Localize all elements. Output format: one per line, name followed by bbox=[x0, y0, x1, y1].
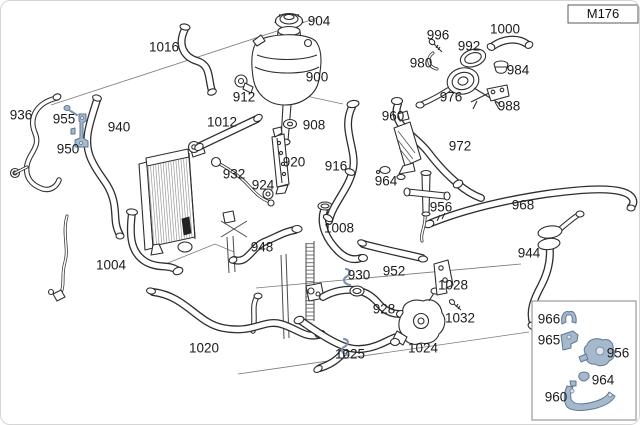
callout-955[interactable]: 955 bbox=[53, 112, 76, 127]
hose-1008 bbox=[317, 201, 369, 262]
hose-1000 bbox=[486, 40, 534, 51]
inset-box bbox=[531, 300, 637, 421]
hose-932 bbox=[210, 156, 275, 207]
inset-pump-956 bbox=[578, 338, 616, 367]
hose-940 bbox=[87, 94, 125, 240]
callout-916[interactable]: 916 bbox=[325, 159, 348, 174]
expansion-tank bbox=[251, 12, 322, 146]
inset-clip-966 bbox=[561, 311, 577, 325]
callout-1032[interactable]: 1032 bbox=[445, 311, 475, 326]
bracket-1028 bbox=[433, 259, 454, 296]
callout-952[interactable]: 952 bbox=[383, 264, 406, 279]
callout-1000[interactable]: 1000 bbox=[490, 22, 520, 37]
valve-956 bbox=[403, 169, 451, 217]
callout-960[interactable]: 960 bbox=[545, 390, 568, 405]
callout-1028[interactable]: 1028 bbox=[438, 278, 468, 293]
grommet-924 bbox=[262, 188, 274, 200]
callout-1025[interactable]: 1025 bbox=[335, 347, 365, 362]
callout-988[interactable]: 988 bbox=[498, 99, 521, 114]
cap-984 bbox=[493, 60, 509, 74]
hose-1004 bbox=[125, 208, 184, 276]
seal-ring-992 bbox=[459, 48, 487, 68]
callout-1004[interactable]: 1004 bbox=[96, 258, 127, 273]
inset-bracket-960 bbox=[563, 380, 616, 411]
callout-1024[interactable]: 1024 bbox=[408, 341, 439, 356]
model-badge: M176 bbox=[567, 4, 639, 24]
radiator bbox=[138, 140, 206, 256]
callout-956[interactable]: 956 bbox=[607, 346, 630, 361]
callout-900[interactable]: 900 bbox=[306, 70, 329, 85]
support-rail bbox=[220, 210, 248, 274]
model-badge-label: M176 bbox=[587, 6, 620, 21]
callout-976[interactable]: 976 bbox=[440, 90, 463, 105]
hose-948 bbox=[228, 224, 303, 265]
callout-930[interactable]: 930 bbox=[348, 268, 371, 283]
callout-908[interactable]: 908 bbox=[303, 118, 326, 133]
bracket-920 bbox=[271, 126, 290, 195]
valve-drain-line bbox=[420, 213, 427, 243]
callout-912[interactable]: 912 bbox=[233, 90, 256, 105]
hose-1016 bbox=[180, 23, 217, 96]
hose-972 bbox=[390, 96, 482, 199]
hose-952 bbox=[357, 239, 429, 263]
callout-1008[interactable]: 1008 bbox=[324, 221, 354, 236]
hose-1020 bbox=[145, 287, 326, 338]
callout-936[interactable]: 936 bbox=[10, 108, 33, 123]
callout-924[interactable]: 924 bbox=[252, 178, 275, 193]
hose-1012 bbox=[194, 113, 263, 152]
callout-980[interactable]: 980 bbox=[410, 56, 433, 71]
bracket-950 bbox=[70, 113, 89, 148]
hose-936 bbox=[9, 93, 62, 190]
inset-bracket-965 bbox=[560, 330, 579, 351]
screw-1032 bbox=[448, 298, 462, 311]
clip-930 bbox=[342, 267, 352, 287]
leader-lines bbox=[50, 17, 530, 375]
callout-968[interactable]: 968 bbox=[512, 198, 535, 213]
callout-940[interactable]: 940 bbox=[108, 120, 131, 135]
cap-964 bbox=[375, 165, 391, 175]
callout-950[interactable]: 950 bbox=[57, 142, 80, 157]
cooler-960 bbox=[393, 110, 422, 181]
callout-972[interactable]: 972 bbox=[449, 139, 472, 154]
callout-992[interactable]: 992 bbox=[458, 39, 481, 54]
callout-labels: 904 1016 900 912 936 955 940 950 1012 908 920 932 92… bbox=[10, 14, 630, 405]
callout-948[interactable]: 948 bbox=[251, 240, 274, 255]
clip-1025 bbox=[340, 337, 350, 357]
callout-1020[interactable]: 1020 bbox=[189, 341, 219, 356]
callout-932[interactable]: 932 bbox=[223, 167, 246, 182]
callout-904[interactable]: 904 bbox=[308, 14, 331, 29]
callout-928[interactable]: 928 bbox=[373, 302, 396, 317]
screw-955 bbox=[63, 105, 79, 117]
callout-920[interactable]: 920 bbox=[283, 155, 306, 170]
hose-916 bbox=[322, 99, 360, 224]
screw-996 bbox=[428, 38, 443, 53]
vent-line-1004 bbox=[47, 214, 69, 302]
grommet-908 bbox=[282, 118, 298, 130]
callout-965[interactable]: 965 bbox=[538, 333, 561, 348]
inset-cap-964 bbox=[578, 371, 590, 382]
callout-984[interactable]: 984 bbox=[507, 63, 530, 78]
callout-944[interactable]: 944 bbox=[518, 246, 541, 261]
pump-1024 bbox=[389, 287, 446, 347]
callout-964[interactable]: 964 bbox=[375, 174, 398, 189]
callout-960[interactable]: 960 bbox=[382, 109, 405, 124]
thermostat-976 bbox=[415, 67, 480, 109]
callout-966[interactable]: 966 bbox=[538, 312, 561, 327]
callout-996[interactable]: 996 bbox=[427, 28, 450, 43]
callout-1012[interactable]: 1012 bbox=[207, 115, 237, 130]
callout-1016[interactable]: 1016 bbox=[149, 40, 179, 55]
bracket-988 bbox=[470, 84, 510, 110]
fitting-912 bbox=[234, 74, 254, 94]
hose-968 bbox=[423, 189, 635, 229]
callout-964[interactable]: 964 bbox=[592, 373, 615, 388]
callout-956[interactable]: 956 bbox=[430, 200, 453, 215]
